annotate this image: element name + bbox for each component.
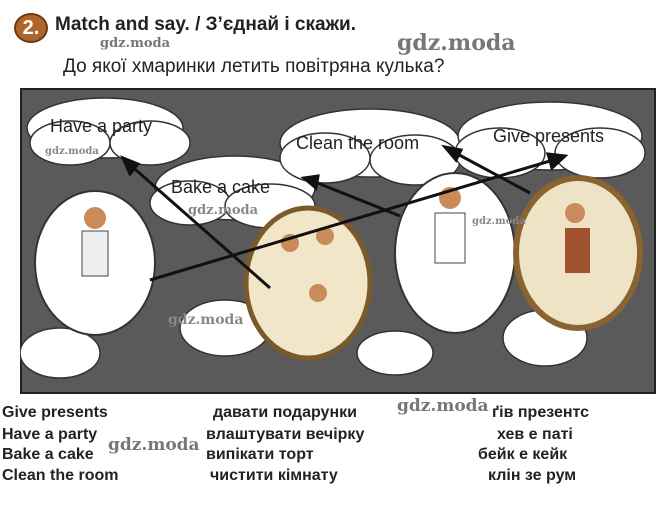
cloud-clean-the-room [279,108,461,186]
cloud-label-have-a-party: Have a party [50,116,152,136]
exercise-number-badge: 2. [14,13,48,43]
cloud-bake-a-cake [149,155,316,229]
vocab-en: Clean the room [2,467,119,484]
vocab-pron: ґів презентс [492,404,590,421]
cloud-label-bake-a-cake: Bake a cake [171,177,270,197]
illustration-scene: Have a party Bake a cake Clean the room … [20,88,656,394]
vocab-en: Bake a cake [2,446,94,463]
watermark: gdz.moda [108,435,200,455]
exercise-question: До якої хмаринки летить повітряна кулька… [63,56,445,77]
exercise-title: Match and say. / З’єднай і скажи. [55,14,357,35]
vocab-uk: випікати торт [206,446,314,463]
vocab-pron: хев е паті [497,426,573,443]
balloon-have-a-party [243,205,373,361]
watermark: gdz.moda [100,36,171,51]
watermark: gdz.moda [397,396,489,416]
vocab-uk: чистити кімнату [210,467,338,484]
matching-arrows [120,144,569,290]
vocab-pron: бейк е кейк [478,446,568,463]
watermark: gdz.moda [397,30,516,56]
cloud-label-give-presents: Give presents [493,126,604,146]
cloud-have-a-party [26,97,191,166]
watermark: gdz.moda [168,312,243,328]
watermark: gdz.moda [188,203,259,218]
vocab-uk: влаштувати вечірку [206,426,365,443]
watermark: gdz.moda [472,216,526,227]
vocab-pron: клін зе рум [488,467,577,484]
vocab-en: Have a party [2,426,98,443]
cloud-label-clean-the-room: Clean the room [296,133,419,153]
vocab-uk: давати подарунки [213,404,357,421]
people-figures [81,187,590,302]
vocab-en: Give presents [2,404,108,421]
watermark: gdz.moda [45,146,99,157]
